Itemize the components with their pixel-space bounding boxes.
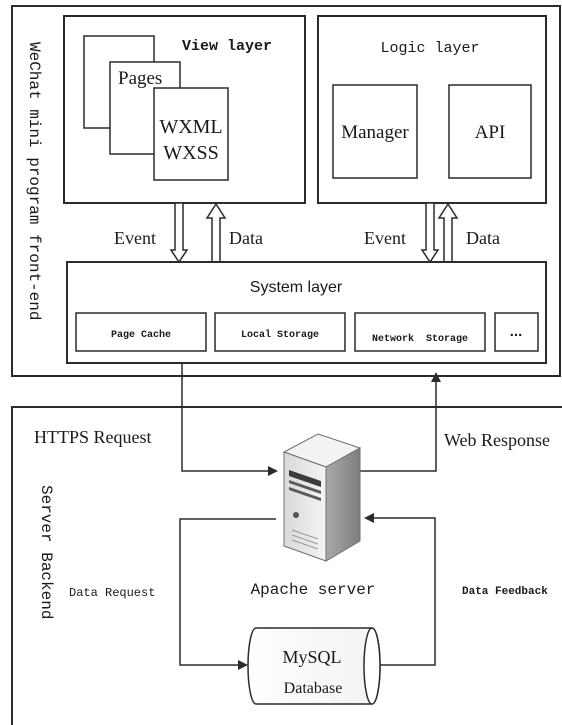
database-end-cap — [363, 627, 381, 705]
api-label: API — [475, 122, 506, 143]
server-slot-1 — [289, 470, 321, 487]
right-data-label: Data — [466, 228, 500, 248]
page-cache-label: Page Cache — [111, 329, 171, 341]
data-feedback-label: Data Feedback — [462, 586, 548, 598]
server-power-button — [293, 512, 299, 518]
api-box — [448, 84, 532, 179]
system-layer: System layer Page Cache Local Storage Ne… — [66, 261, 547, 364]
more-items-label: ... — [510, 323, 523, 340]
data-feedback-line — [364, 513, 436, 666]
right-event-label: Event — [364, 228, 406, 248]
network-storage-label: Network Storage — [372, 333, 468, 345]
frontend-panel: WeChat mini program front-end View layer… — [11, 5, 561, 377]
database-cylinder: MySQL Database — [247, 627, 381, 705]
server-slot-2 — [289, 480, 321, 494]
data-up-arrow — [205, 202, 227, 263]
backend-panel: Server Backend HTTPS Request Web Respons… — [11, 363, 562, 725]
backend-frame — [11, 406, 562, 725]
database-name: MySQL — [282, 647, 341, 667]
more-items-box — [494, 312, 539, 352]
left-data-label: Data — [229, 228, 263, 248]
wxml-label: WXML — [159, 116, 222, 138]
backend-side-title: Server Backend — [37, 485, 55, 619]
page-cache-box — [75, 312, 207, 352]
logic-layer-title: Logic layer — [380, 40, 479, 57]
web-response-line — [356, 372, 441, 472]
https-request-line — [181, 363, 278, 476]
server-slot-3 — [289, 487, 321, 501]
pages-label: Pages — [118, 68, 162, 89]
event-down-arrow — [169, 202, 189, 264]
https-request-label: HTTPS Request — [34, 427, 152, 447]
logic-system-arrows: Event Data — [364, 202, 500, 264]
database-label: Database — [284, 680, 343, 697]
view-system-arrows: Event Data — [114, 202, 263, 264]
view-layer: View layer Pages WXML WXSS — [63, 15, 306, 204]
left-event-label: Event — [114, 228, 156, 248]
local-storage-label: Local Storage — [241, 329, 319, 341]
system-layer-title: System layer — [250, 279, 343, 296]
frontend-frame — [11, 5, 561, 377]
network-storage-box — [354, 312, 486, 352]
data-up-arrow-right — [437, 202, 459, 263]
server-vent — [291, 529, 319, 550]
event-down-arrow-right — [420, 202, 440, 264]
server-side-face — [325, 447, 361, 562]
local-storage-box — [214, 312, 346, 352]
frontend-side-title: WeChat mini program front-end — [25, 42, 43, 320]
wxss-label: WXSS — [163, 142, 219, 164]
server-label: Apache server — [251, 581, 376, 599]
data-request-label: Data Request — [69, 586, 155, 600]
logic-layer: Logic layer Manager API — [317, 15, 547, 204]
server-icon — [282, 433, 362, 562]
data-request-line — [179, 518, 276, 670]
manager-label: Manager — [341, 122, 409, 143]
view-layer-title: View layer — [182, 38, 272, 55]
manager-box — [332, 84, 418, 179]
wxml-wxss-sheet — [153, 87, 229, 181]
web-response-label: Web Response — [444, 430, 550, 450]
